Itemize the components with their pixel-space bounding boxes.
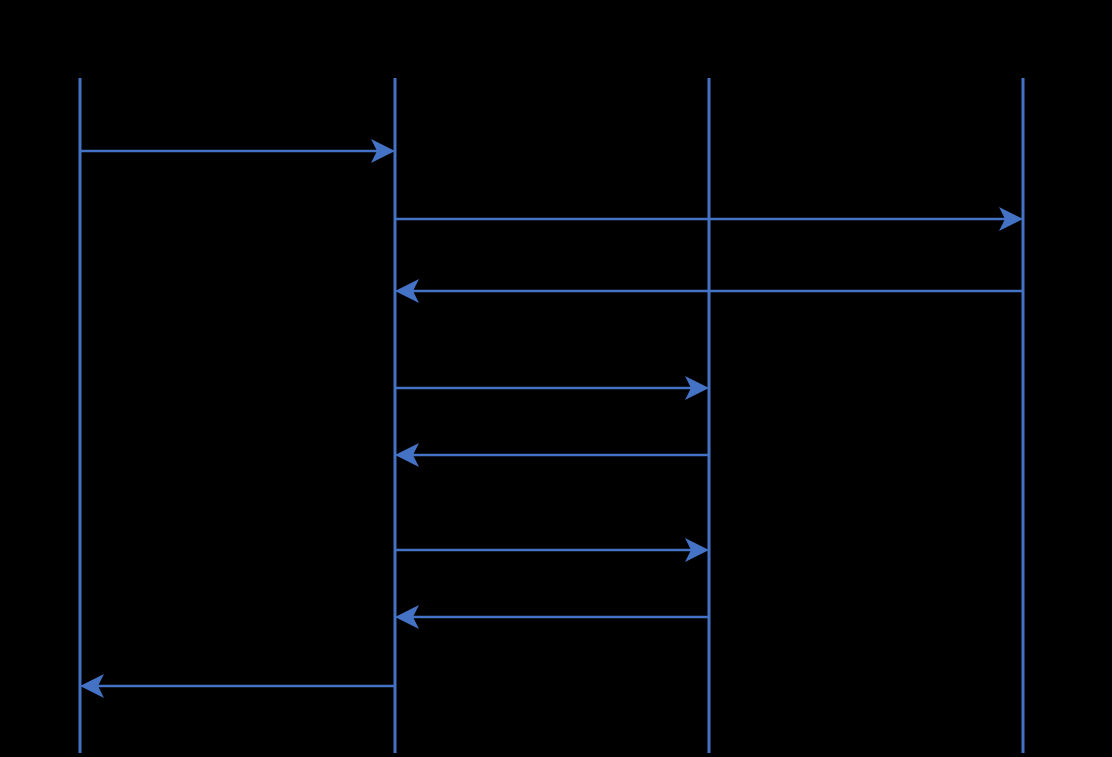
message-3-arrowhead-icon — [395, 279, 419, 303]
message-4-arrowhead-icon — [685, 376, 709, 400]
message-4 — [395, 376, 709, 400]
message-6 — [395, 538, 709, 562]
message-6-arrowhead-icon — [685, 538, 709, 562]
message-7 — [395, 605, 709, 629]
message-8 — [80, 674, 395, 698]
message-8-arrowhead-icon — [80, 674, 104, 698]
message-1-arrowhead-icon — [371, 139, 395, 163]
message-5-arrowhead-icon — [395, 443, 419, 467]
message-2 — [395, 207, 1023, 231]
message-7-arrowhead-icon — [395, 605, 419, 629]
message-2-arrowhead-icon — [999, 207, 1023, 231]
message-5 — [395, 443, 709, 467]
message-3 — [395, 279, 1023, 303]
message-1 — [80, 139, 395, 163]
